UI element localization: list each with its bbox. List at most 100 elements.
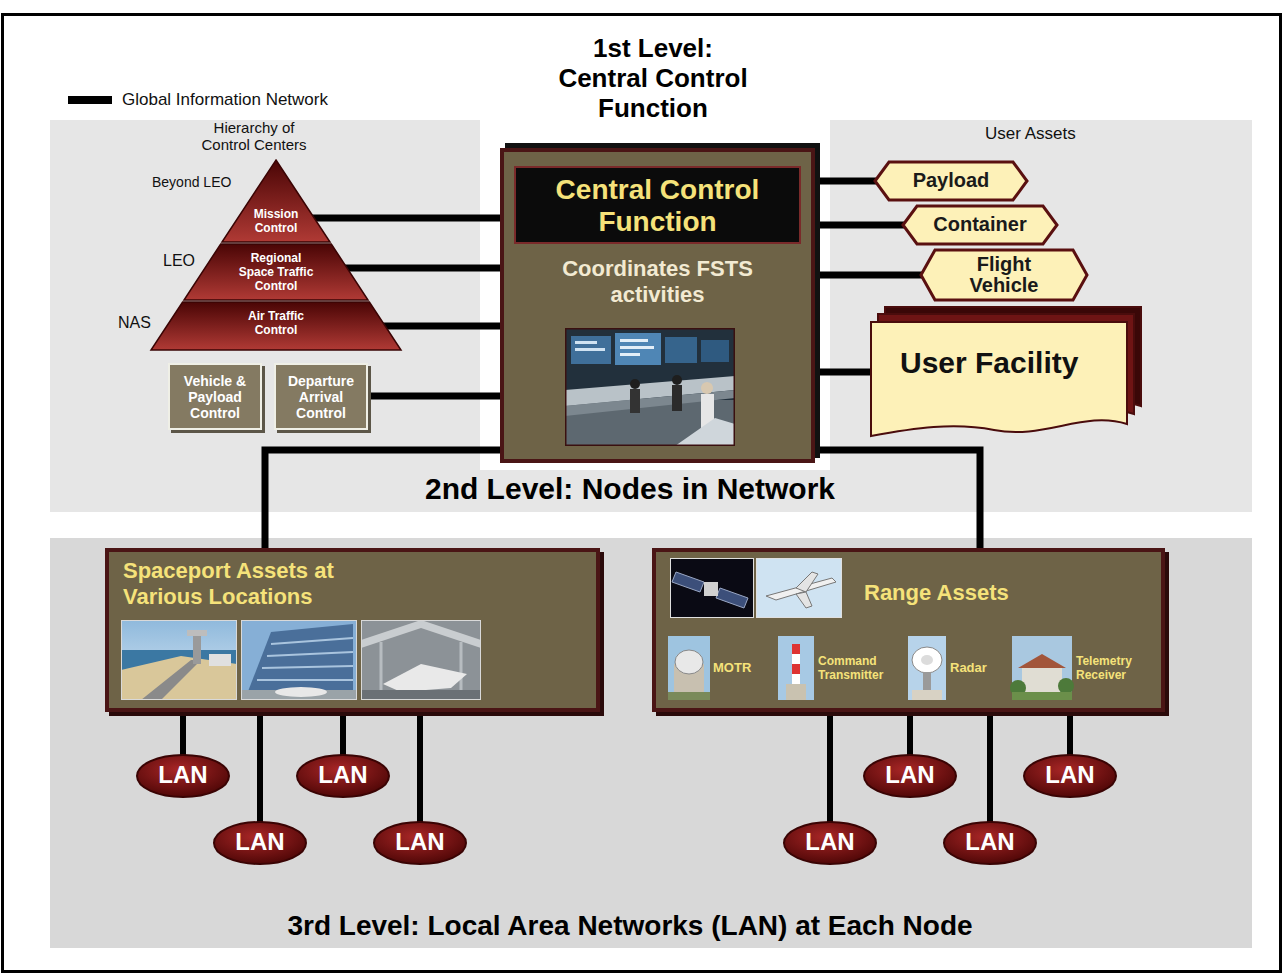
art-part [675,418,735,446]
level-heading: 3rd Level: Local Area Networks (LAN) at … [190,910,1070,942]
art-part [908,636,946,700]
network-link [347,265,500,272]
network-link [1067,712,1073,753]
control-room-photo [565,328,735,446]
art-part [792,654,800,664]
art-part [778,636,814,700]
range-item-label: Telemetry Receiver [1076,655,1156,683]
range-pictures [656,552,1161,708]
art-part [672,572,704,592]
node-text: LAN [862,762,958,788]
node-text: LAN [1022,762,1118,788]
airspace-label: NAS [118,314,151,332]
node-text: Spaceport Assets at Various Locations [123,558,373,611]
range-item-label: Radar [950,661,987,676]
art-part [257,679,353,681]
art-part [620,339,648,342]
orbit-label: Beyond LEO [152,174,231,190]
art-part [193,634,201,664]
art-part [701,340,729,362]
art-part [630,379,640,389]
legend-text: Global Information Network [122,90,328,110]
node-text: Flight Vehicle [949,254,1059,296]
network-link [257,712,263,820]
range-item-label: MOTR [713,661,751,676]
art-part [665,337,697,363]
node-text: Container [910,213,1050,236]
art-part [796,572,818,592]
node-text: LAN [782,829,878,855]
legend-entry: Global Information Network [68,90,328,110]
network-link [368,393,500,400]
art-part [383,664,467,692]
art-part [571,336,611,364]
art-part [756,558,842,618]
art-part [241,620,357,700]
node-text: Vehicle & Payload Control [172,373,258,421]
art-part [121,650,237,700]
central-control-box: Coordinates FSTS activitiesCentral Contr… [500,148,815,463]
hangar-photo [361,620,481,700]
asset-hexagon: Payload [872,160,1030,202]
level-heading: 1st Level: Central Control Function [553,34,753,124]
node-text: Mission Control [246,208,306,236]
art-part [668,692,710,700]
range-item-label: Command Transmitter [818,655,892,683]
node-text: LAN [135,762,231,788]
art-part [792,644,800,654]
tier-shape [222,160,330,242]
lan-ellipse: LAN [782,820,878,866]
network-link [815,450,980,548]
art-part [672,385,682,411]
art-part [361,620,481,648]
art-part [1022,666,1062,692]
network-link [815,369,870,376]
art-part [187,630,207,636]
art-part [209,654,231,666]
art-part [701,382,713,394]
telemetry-receiver-icon [1010,636,1074,700]
control-box: Vehicle & Payload Control [168,363,262,430]
terminal-building-photo [241,620,357,700]
art-part [672,375,682,385]
satellite-photo [670,558,754,618]
art-part [912,690,942,700]
network-link [385,323,500,330]
network-link [907,712,913,753]
art-part [796,592,812,608]
art-part [671,559,754,618]
art-part [923,672,931,692]
lan-ellipse: LAN [942,820,1038,866]
art-part [262,666,353,668]
user-facility-document: User Facility [870,306,1142,440]
art-part [362,621,481,700]
group-label: User Assets [985,124,1076,144]
node-text: LAN [942,829,1038,855]
art-part [361,620,481,700]
lan-ellipse: LAN [212,820,308,866]
asset-panel: Range Assets [652,548,1165,712]
art-part [247,624,353,694]
art-part [1012,692,1072,700]
lower-region [50,538,1252,948]
art-part [141,660,201,700]
art-part [704,582,718,596]
lan-ellipse: LAN [372,820,468,866]
network-link [314,215,500,222]
art-part [921,655,933,665]
node-text: Payload [881,169,1021,192]
pyramid-tier: Mission Control [222,160,330,242]
node-text: Central Control Function [523,174,793,238]
art-part [121,620,237,700]
tier-shape [151,302,401,350]
art-part [630,389,640,413]
frame [3,15,1281,972]
art-part [668,636,710,700]
network-link [827,712,833,820]
network-link [987,712,993,820]
asset-hexagon: Container [900,204,1060,246]
pyramid-tier: Regional Space Traffic Control [184,244,368,300]
art-part [757,559,842,618]
network-link [340,712,346,753]
